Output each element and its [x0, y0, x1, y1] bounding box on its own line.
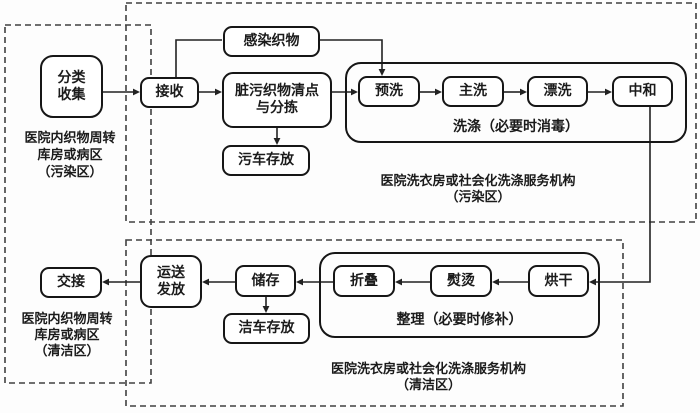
- wash-group-label: 洗涤（必要时消毒）: [453, 120, 579, 135]
- node-fold: 折叠: [333, 265, 395, 297]
- region-label-line: 库房或病区: [37, 147, 103, 162]
- node-label: 发放: [157, 282, 185, 298]
- region-label-hospital-clean: 医院内织物周转 库房或病区 （清洁区）: [6, 311, 128, 359]
- region-label-line: 医院内织物周转: [21, 311, 113, 326]
- region-label-line: 库房或病区: [34, 327, 100, 342]
- node-label: 中和: [628, 84, 657, 99]
- node-neutralize: 中和: [612, 76, 673, 107]
- region-label-laundry-clean: 医院洗衣房或社会化洗涤服务机构 （清洁区）: [300, 361, 557, 393]
- node-classify-collect: 分类 收集: [40, 55, 103, 118]
- node-label: 交接: [57, 275, 85, 290]
- tidy-group-box: 整理（必要时修补）: [319, 252, 600, 338]
- node-label: 脏污织物清点: [235, 84, 319, 99]
- node-clean-cart-storage: 洁车存放: [223, 313, 310, 344]
- node-label: 熨烫: [447, 273, 475, 289]
- region-label-line: （清洁区）: [395, 377, 461, 392]
- node-store: 储存: [235, 265, 296, 297]
- node-dirty-sort: 脏污织物清点 与分拣: [222, 72, 332, 128]
- region-label-line: 医院内织物周转: [24, 130, 116, 145]
- node-label: 储存: [251, 273, 280, 289]
- wash-group-box: 洗涤（必要时消毒）: [345, 62, 687, 143]
- region-label-line: 医院洗衣房或社会化洗涤服务机构: [380, 173, 576, 188]
- node-handover: 交接: [40, 267, 102, 298]
- node-receive: 接收: [140, 77, 199, 108]
- node-label: 运送: [157, 265, 185, 281]
- node-main-wash: 主洗: [442, 76, 504, 107]
- node-label: 烘干: [544, 273, 573, 289]
- region-label-line: （污染区）: [445, 189, 511, 204]
- node-iron: 熨烫: [430, 265, 492, 297]
- node-rinse: 漂洗: [527, 76, 588, 107]
- node-label: 收集: [57, 87, 86, 103]
- node-label: 污车存放: [238, 153, 294, 168]
- region-label-line: （污染区）: [37, 164, 103, 179]
- node-prewash: 预洗: [358, 76, 420, 107]
- node-label: 主洗: [459, 84, 487, 99]
- node-label: 折叠: [350, 273, 378, 289]
- line-receive-to-infected: [175, 39, 222, 77]
- node-label: 漂洗: [543, 84, 572, 99]
- node-label: 与分拣: [256, 101, 298, 116]
- region-label-line: （清洁区）: [34, 343, 100, 358]
- node-label: 接收: [155, 85, 184, 100]
- node-label: 洁车存放: [238, 321, 295, 336]
- node-dirty-cart-storage: 污车存放: [222, 145, 310, 176]
- node-transport-dispatch: 运送 发放: [140, 255, 202, 308]
- node-label: 感染织物: [243, 34, 300, 49]
- region-label-line: 医院洗衣房或社会化洗涤服务机构: [330, 361, 526, 376]
- region-label-laundry-dirty: 医院洗衣房或社会化洗涤服务机构 （污染区）: [345, 173, 611, 205]
- node-label: 分类: [57, 70, 86, 86]
- region-label-hospital-dirty: 医院内织物周转 库房或病区 （污染区）: [6, 129, 134, 180]
- node-infected-textile: 感染织物: [223, 26, 320, 57]
- tidy-group-label: 整理（必要时修补）: [396, 313, 523, 328]
- node-dry: 烘干: [528, 265, 589, 297]
- node-label: 预洗: [375, 84, 403, 99]
